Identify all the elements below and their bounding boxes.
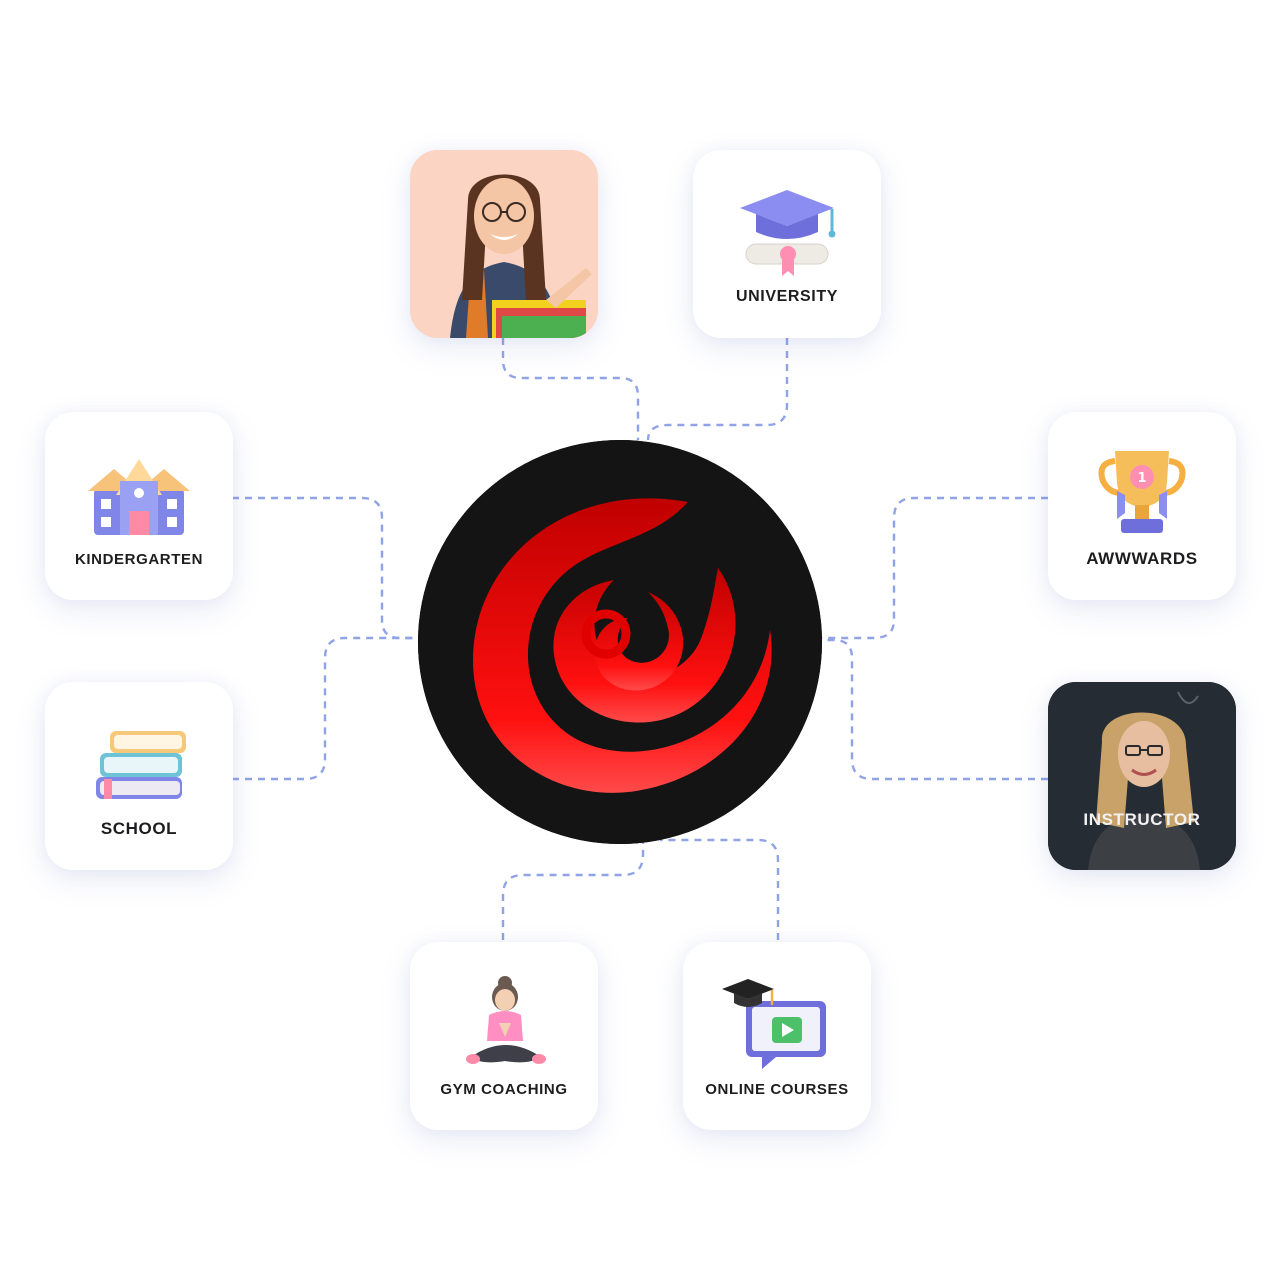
connector-university — [646, 338, 789, 441]
school-card[interactable]: SCHOOL — [45, 682, 233, 870]
instructor-photo-card[interactable]: INSTRUCTOR — [1048, 682, 1236, 870]
connector-kindergarten — [232, 496, 420, 640]
connector-student — [501, 338, 640, 440]
red-spiral-logo-icon — [418, 440, 822, 844]
meditating-girl-icon — [466, 975, 546, 1064]
awwwards-card[interactable]: 1 AWWWARDS — [1048, 412, 1236, 600]
school-building-icon — [88, 458, 190, 535]
connector-school — [232, 636, 420, 781]
smiling-student-photo-icon — [410, 150, 598, 338]
video-course-icon — [722, 978, 826, 1069]
gym-coaching-label: GYM COACHING — [440, 1080, 568, 1098]
connector-awwwards — [820, 496, 1048, 640]
school-label: SCHOOL — [100, 819, 178, 838]
kindergarten-card[interactable]: KINDERGARTEN — [45, 412, 233, 600]
instructor-photo-icon — [1048, 682, 1236, 870]
awwwards-label: AWWWARDS — [1086, 549, 1198, 568]
university-card[interactable]: UNIVERSITY — [693, 150, 881, 338]
connector-instructor — [820, 638, 1048, 781]
svg-text:1: 1 — [1137, 471, 1146, 486]
stack-of-books-icon — [96, 731, 186, 799]
gym-coaching-card[interactable]: GYM COACHING — [410, 942, 598, 1130]
university-label: UNIVERSITY — [735, 288, 838, 305]
instructor-label: INSTRUCTOR — [1083, 810, 1201, 829]
online-courses-label: ONLINE COURSES — [705, 1080, 849, 1098]
student-photo-card[interactable] — [410, 150, 598, 338]
trophy-icon: 1 — [1098, 451, 1186, 533]
graduation-cap-diploma-icon — [740, 190, 836, 276]
central-logo[interactable] — [418, 440, 822, 844]
connector-online — [660, 838, 780, 940]
kindergarten-label: KINDERGARTEN — [74, 550, 204, 568]
online-courses-card[interactable]: ONLINE COURSES — [683, 942, 871, 1130]
connector-gym — [501, 842, 645, 940]
